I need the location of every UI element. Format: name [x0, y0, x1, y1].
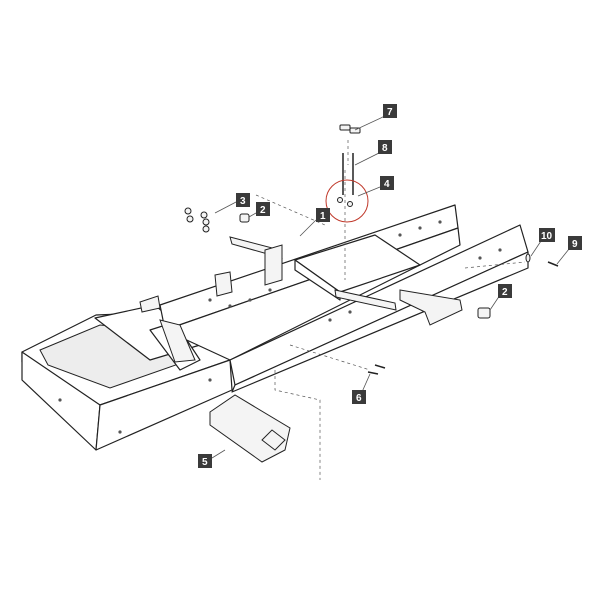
bolt-right [547, 261, 559, 267]
bracket-arm-lower [334, 289, 397, 311]
svg-text:10: 10 [541, 231, 553, 242]
callout-1: 1 [316, 208, 330, 222]
nut-b [347, 201, 353, 207]
svg-text:7: 7 [387, 107, 393, 118]
rail-holes [58, 220, 502, 434]
rail-tab-b [139, 295, 161, 313]
svg-text:2: 2 [260, 205, 266, 216]
callout-3: 3 [236, 193, 250, 207]
highlight-circle [325, 179, 369, 223]
callout-8: 8 [378, 140, 392, 154]
svg-text:5: 5 [202, 457, 208, 468]
bushing-lower [477, 307, 491, 319]
bushing-upper [239, 213, 250, 223]
nut-a [337, 197, 343, 203]
svg-text:3: 3 [240, 196, 246, 207]
callout-6: 6 [352, 390, 366, 404]
callout-5: 5 [198, 454, 212, 468]
callout-7: 7 [383, 104, 397, 118]
svg-text:1: 1 [320, 211, 326, 222]
loose-parts [184, 124, 559, 463]
side-bracket [399, 289, 463, 326]
svg-text:2: 2 [502, 287, 508, 298]
svg-text:9: 9 [572, 239, 578, 250]
callout-2-lower: 2 [498, 284, 512, 298]
chassis-frame [21, 204, 529, 451]
assembly-lines [255, 140, 526, 480]
cover-plate-notch [261, 429, 286, 451]
svg-text:6: 6 [356, 393, 362, 404]
svg-text:8: 8 [382, 143, 388, 154]
rail-tab-a [214, 271, 233, 297]
bolt-lower-b [374, 364, 386, 369]
washer-group [184, 207, 210, 233]
bolt-lower-a [367, 371, 379, 375]
callout-4: 4 [380, 176, 394, 190]
frame-rear-front [95, 359, 233, 451]
o-ring [525, 253, 531, 263]
cap-a [339, 124, 351, 131]
cross-member-side [294, 259, 341, 301]
svg-text:4: 4 [384, 179, 390, 190]
bracket-upright [264, 244, 283, 286]
rear-fork [159, 319, 196, 363]
callout-9: 9 [568, 236, 582, 250]
callout-10: 10 [539, 228, 555, 242]
callout-2-upper: 2 [256, 202, 270, 216]
